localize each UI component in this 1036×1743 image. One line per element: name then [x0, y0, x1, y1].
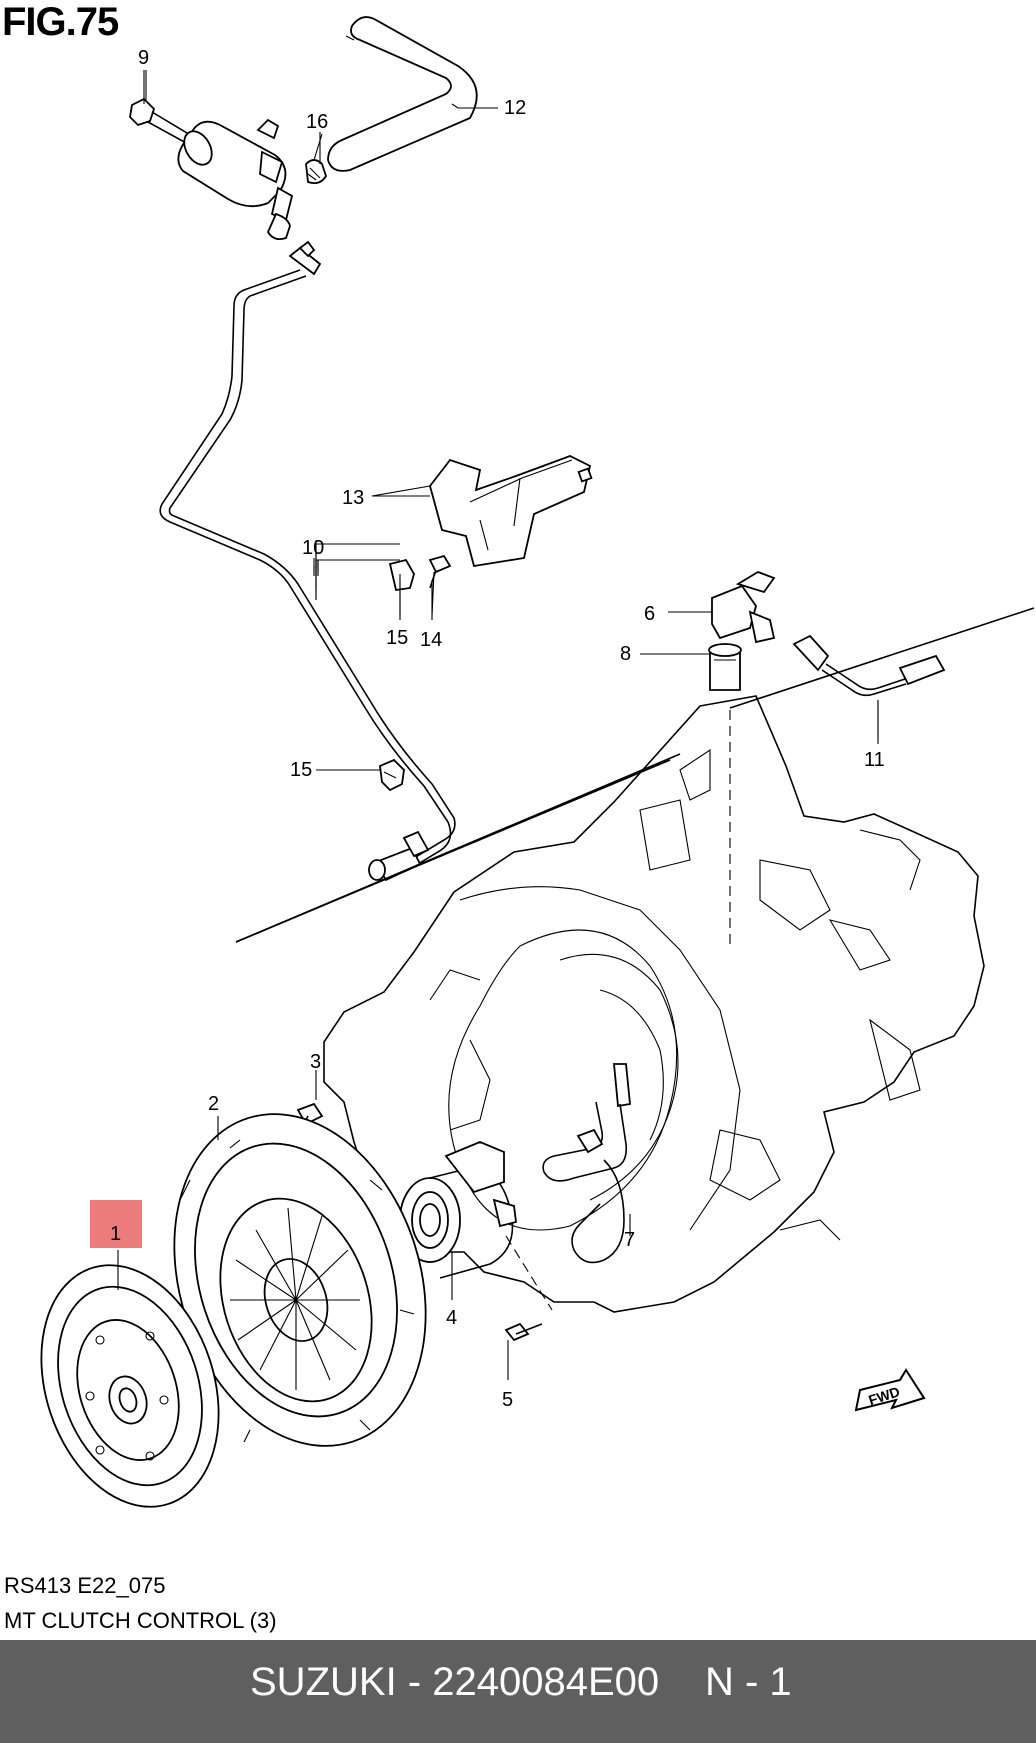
- callout-6: 6: [644, 603, 655, 625]
- callout-1: 1: [110, 1223, 121, 1245]
- clutch-disc-1: [40, 1264, 220, 1508]
- callout-13: 13: [342, 487, 364, 509]
- bolt-14: [428, 554, 452, 589]
- figure-title: FIG.75: [2, 0, 119, 44]
- callout-9: 9: [138, 47, 149, 69]
- master-cylinder: [129, 97, 294, 241]
- bolt-5: [504, 1322, 543, 1342]
- callout-2: 2: [208, 1093, 219, 1115]
- clutch-pipe-11: [792, 634, 946, 697]
- callout-15-upper: 15: [386, 627, 408, 649]
- fwd-arrow-icon: FWD: [854, 1368, 926, 1412]
- transmission-case: [323, 695, 985, 1313]
- callout-5: 5: [502, 1389, 513, 1411]
- footer-page-indicator: N - 1: [705, 1660, 792, 1704]
- callout-7: 7: [624, 1229, 635, 1251]
- callout-11: 11: [864, 749, 885, 771]
- diagram-description: MT CLUTCH CONTROL (3): [4, 1608, 277, 1633]
- release-bearing-4: [399, 1141, 517, 1279]
- callout-16: 16: [306, 111, 328, 133]
- callout-10: 10: [302, 537, 324, 559]
- callout-leaders: [145, 70, 879, 771]
- clutch-hose-7: [542, 1063, 631, 1264]
- reservoir-hose-12: [327, 16, 478, 172]
- clutch-pipe-10: [159, 240, 456, 883]
- clip-15-upper: [388, 558, 415, 592]
- callout-3: 3: [310, 1051, 321, 1073]
- callout-14: 14: [420, 629, 442, 651]
- callout-15-lower: 15: [290, 759, 312, 781]
- callout-4: 4: [446, 1307, 457, 1329]
- clamp-16: [305, 159, 327, 185]
- pipe-bracket-13: [429, 455, 593, 568]
- callout-1-highlight: [90, 1200, 142, 1248]
- footer-bar: [0, 1640, 1036, 1743]
- diagram-code: RS413 E22_075: [4, 1573, 166, 1598]
- callout-12: 12: [504, 97, 526, 119]
- footer-part-number: SUZUKI - 2240084E00: [250, 1660, 660, 1704]
- grommet-8: [708, 643, 742, 691]
- axis-lines: [235, 607, 1035, 1311]
- callout-8: 8: [620, 643, 631, 665]
- hose-fitting-6: [711, 571, 776, 644]
- clip-15-lower: [379, 758, 405, 792]
- clutch-cover-2: [173, 1113, 427, 1447]
